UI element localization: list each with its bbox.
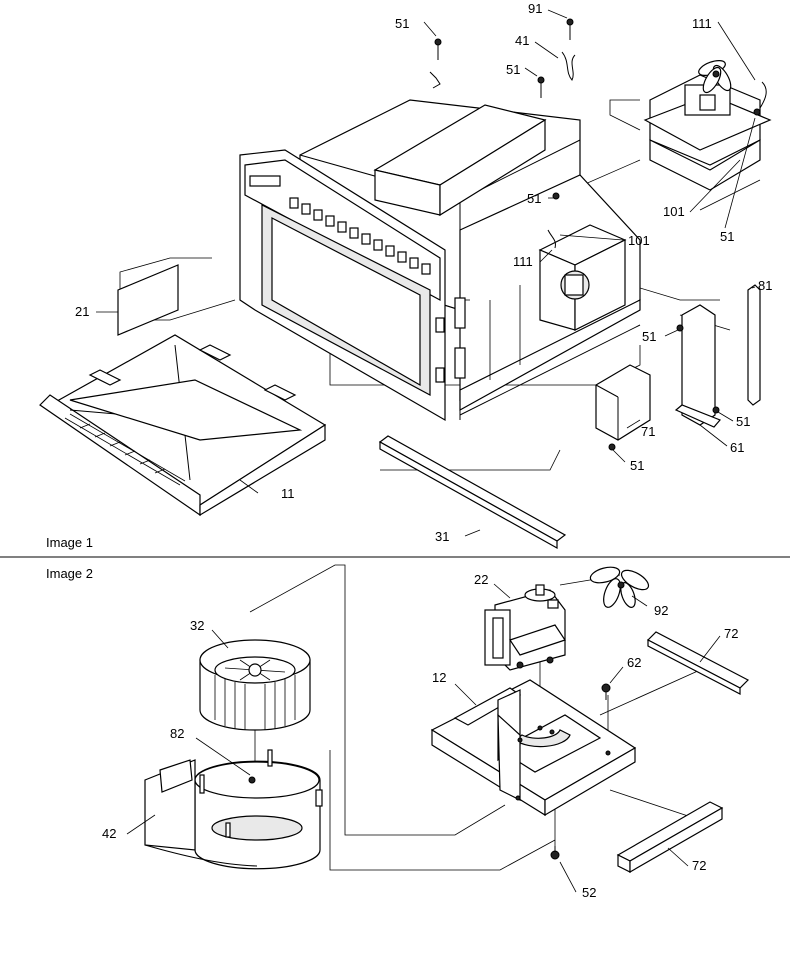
wire-harness-icon [561,51,576,81]
image-2-exploded-view: Image 2 [46,564,750,900]
strip-72-bottom [616,801,724,874]
callout-91: 91 [528,1,542,16]
screw-icon [566,18,574,40]
callout-72: 72 [724,626,738,641]
leader-lines [96,9,756,537]
screw-icon [434,38,442,60]
motor-base-plate [430,679,637,817]
callout-101: 101 [663,204,685,219]
strip-81 [747,284,761,406]
callout-51: 51 [506,62,520,77]
callout-51: 51 [395,16,409,31]
panel-sheet [117,264,179,336]
screw-icon [552,192,560,200]
screw-icon [712,406,720,414]
callout-51: 51 [736,414,750,429]
callout-51: 51 [642,329,656,344]
screw-icon [608,443,616,451]
callout-12: 12 [432,670,446,685]
tray-vent-slots [79,423,166,474]
leader-lines-2 [126,583,721,893]
image-1-exploded-view: 51 91 41 51 111 51 101 51 101 111 21 81 … [39,1,772,550]
callout-71: 71 [641,424,655,439]
callout-81: 81 [758,278,772,293]
fan-motor [484,584,566,671]
callout-72: 72 [692,858,706,873]
callout-11: 11 [281,486,295,501]
front-strip [378,435,567,550]
fan-blade-icon [589,566,650,608]
callout-52: 52 [582,885,596,900]
clip-icon [429,71,441,89]
callout-92: 92 [654,603,668,618]
callout-62: 62 [627,655,641,670]
callout-101: 101 [628,233,650,248]
bottom-tray [39,334,327,517]
callout-labels: 51 91 41 51 111 51 101 51 101 111 21 81 … [75,1,772,544]
callout-22: 22 [474,572,488,587]
screw-icon [537,76,545,98]
callout-51: 51 [630,458,644,473]
screw-icon [676,324,684,332]
callout-42: 42 [102,826,116,841]
callout-51: 51 [720,229,734,244]
image-1-caption: Image 1 [46,535,93,550]
bracket-71 [595,364,651,441]
callout-32: 32 [190,618,204,633]
top-cover-box [373,104,547,217]
callout-61: 61 [730,440,744,455]
screw-icon [753,108,761,116]
wire-harness-icon [759,81,767,109]
wire-harness-icon [547,229,556,249]
callout-51: 51 [527,191,541,206]
screws [429,18,767,451]
callout-31: 31 [435,529,449,544]
callout-111: 111 [692,16,712,31]
blower-wheel [199,639,311,731]
callout-21: 21 [75,304,89,319]
callout-labels-2: 22 92 32 72 62 12 82 42 72 52 [102,572,738,900]
control-buttons [289,197,431,275]
strip-72-top [646,631,750,695]
fan-blade-icon [698,60,732,94]
bracket-61 [674,304,722,428]
transformer-block [538,224,627,331]
fan-motor-assembly [643,60,772,191]
screw-icon [550,846,560,860]
callout-111: 111 [513,254,533,269]
callout-82: 82 [170,726,184,741]
door-panel [239,149,466,422]
callout-41: 41 [515,33,529,48]
screw-icon [601,683,611,700]
image-2-caption: Image 2 [46,566,93,581]
blower-housing [144,749,323,870]
